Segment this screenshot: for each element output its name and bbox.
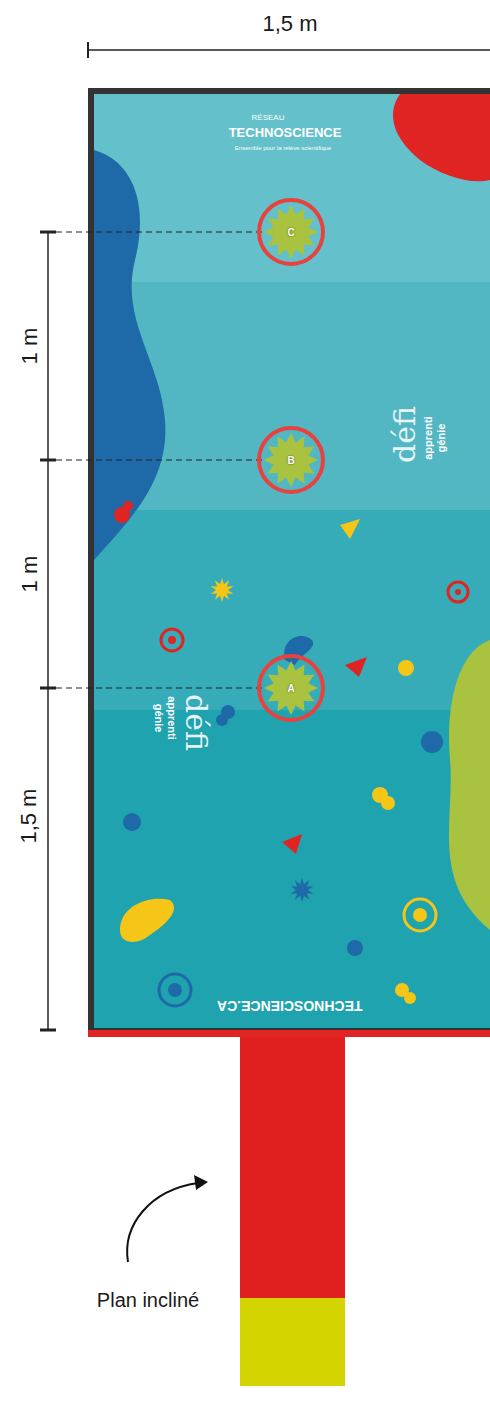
dimension-label: 1 m: [18, 556, 42, 593]
dimension-ticks: [40, 232, 56, 1030]
pointer-arrowhead: [194, 1175, 208, 1190]
dark-blob: [94, 150, 165, 560]
target-circle: B: [255, 424, 327, 496]
dimension-tick: [87, 42, 89, 58]
incline-red: [240, 1037, 345, 1298]
website-label: TECHNOSCIENCE.CA: [217, 998, 362, 1013]
target-circle: A: [255, 652, 327, 724]
pointer-arrow: [127, 1183, 198, 1262]
target-letter: A: [255, 652, 327, 724]
target-letter: B: [255, 424, 327, 496]
logo-tagline: Ensemble pour la relève scientifique: [235, 145, 331, 152]
mat-bottom-edge: [88, 1030, 490, 1037]
dimension-label: 1,5 m: [262, 12, 317, 36]
target-circle: C: [255, 196, 327, 268]
logo-text: RÉSEAU: [252, 114, 285, 123]
dimension-label: 1,5 m: [18, 788, 42, 843]
challenge-logo: génie: [153, 704, 165, 733]
red-blob: [393, 94, 490, 181]
dashed-guides: [56, 232, 268, 688]
mat-border: [88, 88, 490, 1034]
logo-text: TECHNOSCIENCE: [229, 126, 342, 140]
dimension-line: [47, 232, 49, 1030]
mat-band: [94, 94, 490, 282]
challenge-logo: apprenti: [166, 696, 178, 739]
mat-band: [94, 710, 490, 1028]
dimension-line: [88, 49, 490, 51]
star-holds: [211, 578, 314, 902]
challenge-logo: défi: [180, 694, 213, 751]
incline-yellow: [240, 1298, 345, 1386]
lime-blob: [449, 640, 490, 930]
dimension-label: 1 m: [18, 328, 42, 365]
climbing-holds: [114, 501, 468, 1006]
target-letter: C: [255, 196, 327, 268]
challenge-logo: défi: [388, 406, 421, 463]
challenge-logo: génie: [435, 424, 447, 453]
challenge-logo: apprenti: [422, 416, 434, 459]
incline-label: Plan incliné: [97, 1289, 199, 1311]
